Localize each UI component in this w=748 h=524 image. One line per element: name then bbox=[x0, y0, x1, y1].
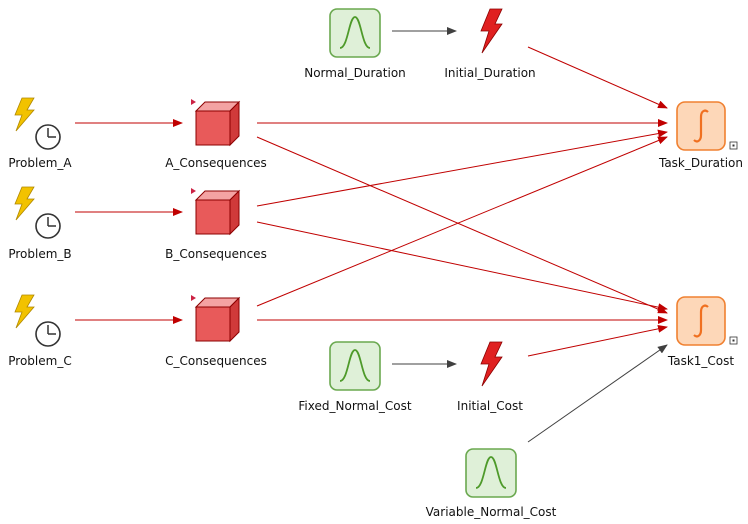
node-label-problem-b: Problem_B bbox=[8, 247, 72, 261]
edge-b-consequences-to-task-duration[interactable] bbox=[256, 129, 668, 207]
integral-icon bbox=[676, 296, 738, 346]
lightning-clock-icon bbox=[14, 186, 61, 239]
node-label-a-consequences: A_Consequences bbox=[165, 156, 267, 170]
edge-initial-duration-to-task-duration[interactable] bbox=[527, 46, 668, 109]
node-b-consequences[interactable] bbox=[191, 188, 241, 236]
node-fixed-normal-cost[interactable] bbox=[329, 341, 381, 391]
node-label-problem-c: Problem_C bbox=[8, 354, 72, 368]
node-problem-c[interactable] bbox=[14, 294, 61, 347]
node-initial-cost[interactable] bbox=[480, 341, 503, 387]
node-c-consequences[interactable] bbox=[191, 295, 241, 343]
decision-cube-icon bbox=[191, 99, 241, 147]
red-lightning-icon bbox=[480, 8, 503, 54]
node-variable-normal-cost[interactable] bbox=[465, 448, 517, 498]
integral-icon bbox=[676, 101, 738, 151]
node-label-fixed-normal-cost: Fixed_Normal_Cost bbox=[298, 399, 412, 413]
edges-layer bbox=[75, 27, 668, 443]
edge-variable-normal-cost-to-task1-cost[interactable] bbox=[527, 344, 668, 443]
distribution-curve-icon bbox=[329, 8, 381, 58]
lightning-clock-icon bbox=[14, 97, 61, 150]
red-lightning-icon bbox=[480, 341, 503, 387]
node-label-variable-normal-cost: Variable_Normal_Cost bbox=[425, 505, 557, 519]
edge-b-consequences-to-task1-cost[interactable] bbox=[256, 221, 668, 312]
edge-initial-cost-to-task1-cost[interactable] bbox=[527, 324, 668, 357]
node-label-b-consequences: B_Consequences bbox=[165, 247, 267, 261]
node-initial-duration[interactable] bbox=[480, 8, 503, 54]
node-label-initial-duration: Initial_Duration bbox=[444, 66, 536, 80]
node-a-consequences[interactable] bbox=[191, 99, 241, 147]
node-problem-a[interactable] bbox=[14, 97, 61, 150]
node-label-task1-cost: Task1_Cost bbox=[667, 354, 735, 368]
node-problem-b[interactable] bbox=[14, 186, 61, 239]
node-label-task-duration: Task_Duration bbox=[658, 156, 744, 170]
nodes-layer bbox=[14, 8, 738, 498]
lightning-clock-icon bbox=[14, 294, 61, 347]
distribution-curve-icon bbox=[329, 341, 381, 391]
node-task1-cost[interactable] bbox=[676, 296, 738, 346]
distribution-curve-icon bbox=[465, 448, 517, 498]
node-task-duration[interactable] bbox=[676, 101, 738, 151]
decision-cube-icon bbox=[191, 295, 241, 343]
node-normal-duration[interactable] bbox=[329, 8, 381, 58]
node-label-initial-cost: Initial_Cost bbox=[457, 399, 523, 413]
node-label-normal-duration: Normal_Duration bbox=[304, 66, 406, 80]
edge-c-consequences-to-task-duration[interactable] bbox=[256, 136, 668, 307]
decision-cube-icon bbox=[191, 188, 241, 236]
edge-a-consequences-to-task1-cost[interactable] bbox=[256, 136, 668, 314]
node-label-problem-a: Problem_A bbox=[8, 156, 72, 170]
node-label-c-consequences: C_Consequences bbox=[165, 354, 267, 368]
